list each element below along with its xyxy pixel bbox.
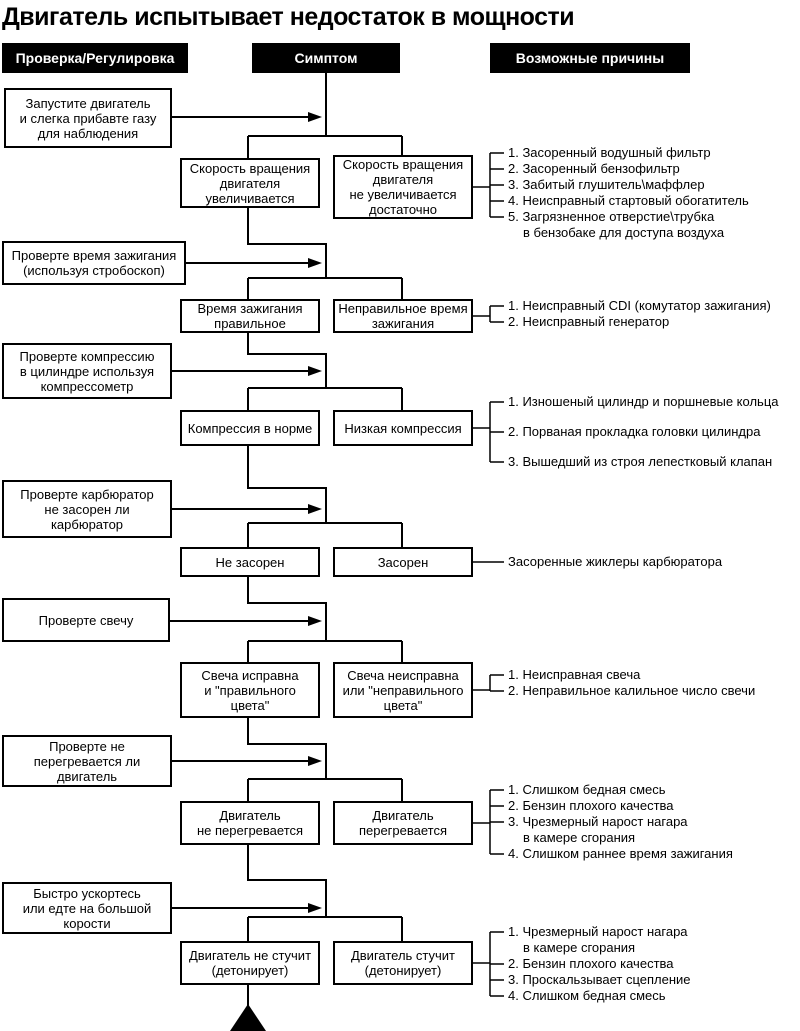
page-title: Двигатель испытывает недостаток в мощнос… <box>2 3 575 31</box>
cause-item: 3. Вышедший из строя лепестковый клапан <box>508 454 773 469</box>
causes-group-5: 1. Неисправная свеча 2. Неправильное кал… <box>508 667 800 699</box>
cause-item: 3. Забитый глушитель\маффлер <box>508 177 705 192</box>
symptom-fail-7: Двигатель стучит (детонирует) <box>333 941 473 985</box>
cause-item-wrap: в бензобаке для доступа воздуха <box>523 225 725 240</box>
symptom-ok-3: Компрессия в норме <box>180 410 320 446</box>
symptom-ok-5: Свеча исправна и "правильного цвета" <box>180 662 320 718</box>
symptom-fail-3: Низкая компрессия <box>333 410 473 446</box>
cause-item: 1. Неисправный CDI (комутатор зажигания) <box>508 298 771 313</box>
cause-item-wrap: в камере сгорания <box>523 830 636 845</box>
symptom-ok-6: Двигатель не перегревается <box>180 801 320 845</box>
check-box-2: Проверте время зажигания (используя стро… <box>2 241 186 285</box>
check-box-5: Проверте свечу <box>2 598 170 642</box>
check-box-6: Проверте не перегревается ли двигатель <box>2 735 172 787</box>
cause-item: 4. Неисправный стартовый обогатитель <box>508 193 749 208</box>
symptom-ok-7: Двигатель не стучит (детонирует) <box>180 941 320 985</box>
causes-group-7: 1. Чрезмерный нарост нагара в камере сго… <box>508 924 800 1004</box>
cause-item-wrap: в камере сгорания <box>523 940 636 955</box>
symptom-fail-4: Засорен <box>333 547 473 577</box>
cause-item: 4. Слишком бедная смесь <box>508 988 666 1003</box>
cause-item: 2. Бензин плохого качества <box>508 956 674 971</box>
cause-item: 2. Бензин плохого качества <box>508 798 674 813</box>
cause-item: 2. Неправильное калильное число свечи <box>508 683 756 698</box>
causes-group-6: 1. Слишком бедная смесь 2. Бензин плохог… <box>508 782 800 862</box>
continuation-triangle <box>230 1004 266 1031</box>
symptom-fail-2: Неправильное время зажигания <box>333 299 473 333</box>
symptom-fail-1: Скорость вращения двигателя не увеличива… <box>333 155 473 219</box>
cause-item: 5. Загрязненное отверстие\трубка <box>508 209 715 224</box>
cause-item: 1. Неисправная свеча <box>508 667 641 682</box>
cause-item: 2. Засоренный бензофильтр <box>508 161 680 176</box>
check-box-1: Запустите двигатель и слегка прибавте га… <box>4 88 172 148</box>
symptom-ok-4: Не засорен <box>180 547 320 577</box>
column-header-symptom: Симптом <box>252 43 400 73</box>
cause-item: 2. Неисправный генератор <box>508 314 670 329</box>
cause-item: 4. Слишком раннее время зажигания <box>508 846 733 861</box>
cause-item: 1. Засоренный водушный фильтр <box>508 145 711 160</box>
check-box-4: Проверте карбюратор не засорен ли карбюр… <box>2 480 172 538</box>
cause-item: 3. Чрезмерный нарост нагара <box>508 814 688 829</box>
column-header-check: Проверка/Регулировка <box>2 43 188 73</box>
cause-item: 1. Слишком бедная смесь <box>508 782 666 797</box>
causes-group-1: 1. Засоренный водушный фильтр 2. Засорен… <box>508 145 800 241</box>
causes-group-3: 1. Изношеный цилиндр и поршневые кольца … <box>508 394 800 484</box>
check-box-3: Проверте компрессию в цилиндре используя… <box>2 343 172 399</box>
cause-item: 1. Изношеный цилиндр и поршневые кольца <box>508 394 779 409</box>
cause-item: Засоренные жиклеры карбюратора <box>508 554 723 569</box>
symptom-fail-5: Свеча неисправна или "неправильного цвет… <box>333 662 473 718</box>
causes-group-4: Засоренные жиклеры карбюратора <box>508 554 800 570</box>
cause-item: 2. Порваная прокладка головки цилиндра <box>508 424 761 439</box>
symptom-ok-1: Скорость вращения двигателя увеличиваетс… <box>180 158 320 208</box>
causes-group-2: 1. Неисправный CDI (комутатор зажигания)… <box>508 298 800 330</box>
check-box-7: Быстро ускортесь или едте на большой кор… <box>2 882 172 934</box>
cause-item: 1. Чрезмерный нарост нагара <box>508 924 688 939</box>
symptom-fail-6: Двигатель перегревается <box>333 801 473 845</box>
symptom-ok-2: Время зажигания правильное <box>180 299 320 333</box>
arrowheads <box>308 112 322 913</box>
column-header-causes: Возможные причины <box>490 43 690 73</box>
cause-item: 3. Проскальзывает сцепление <box>508 972 691 987</box>
